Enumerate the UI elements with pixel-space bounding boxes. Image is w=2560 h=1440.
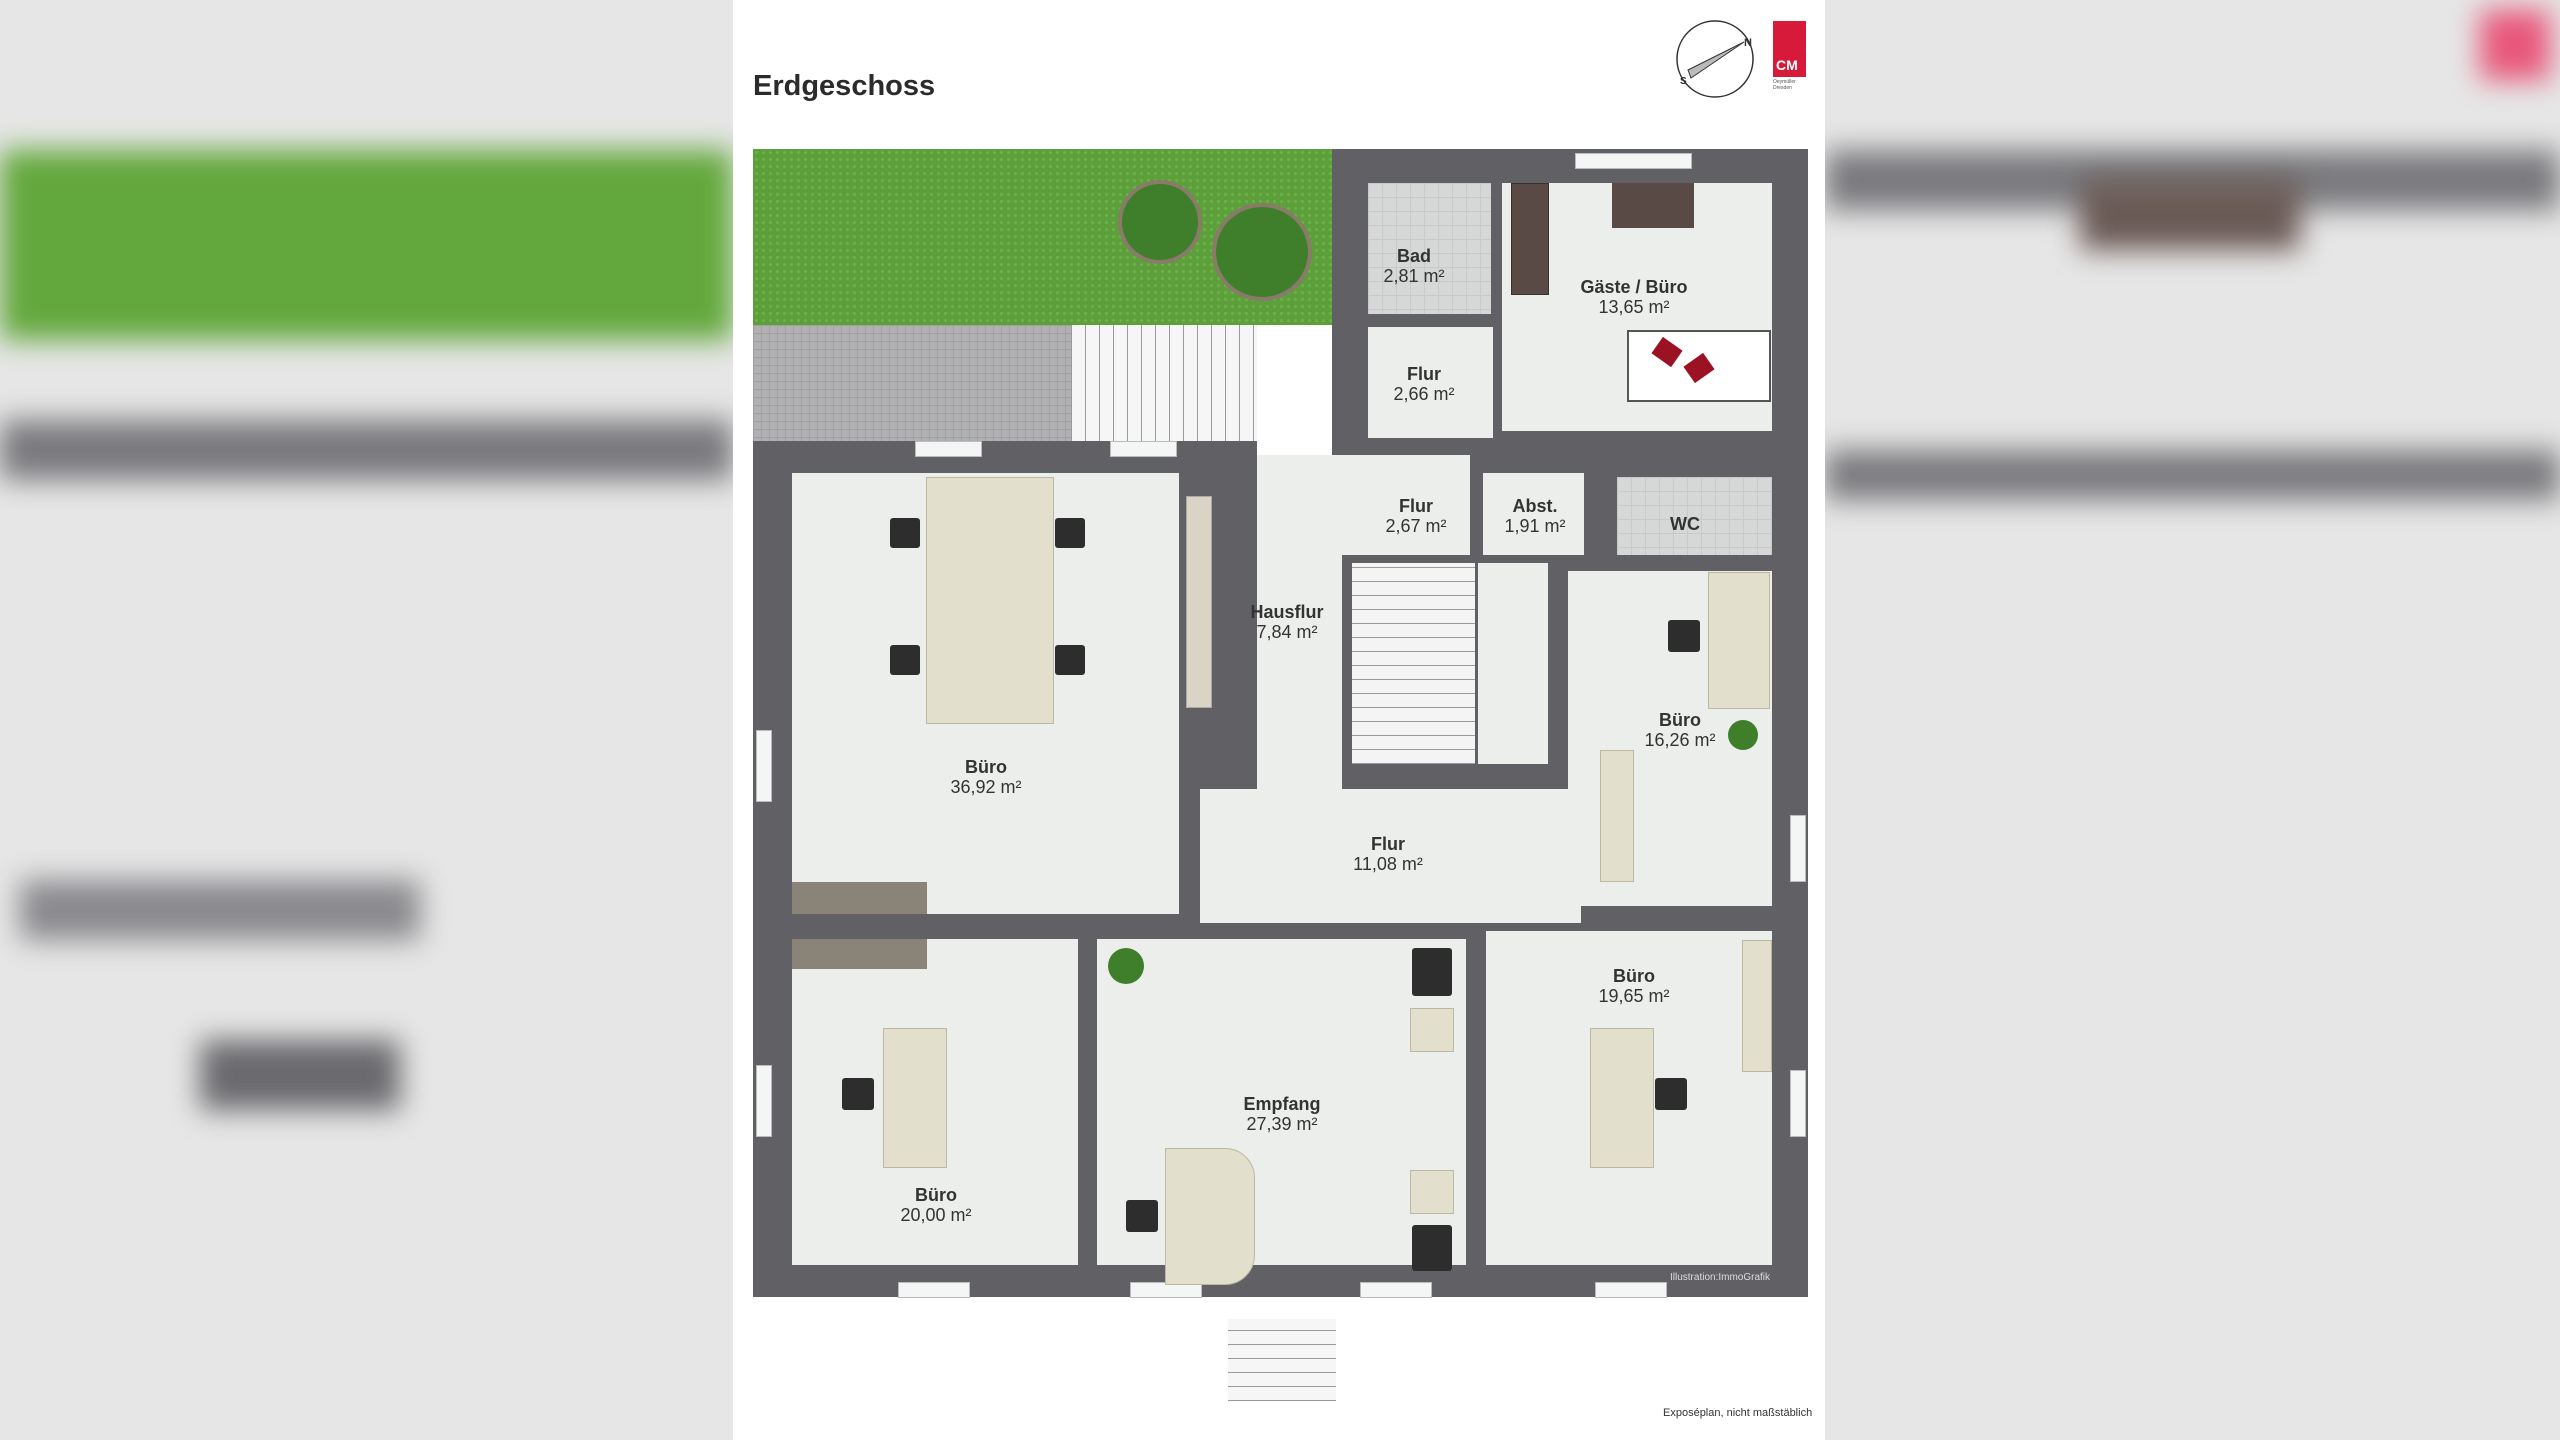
illustration-credit: Illustration:ImmoGrafik: [1670, 1272, 1771, 1283]
sofa: [792, 882, 927, 914]
room-flur-2: [1340, 455, 1470, 555]
room-wc: [1617, 477, 1772, 555]
chair: [1055, 645, 1085, 675]
room-label-abstellraum: Abst.1,91 m²: [1504, 496, 1566, 536]
shelf: [1186, 496, 1212, 708]
armchair: [1412, 948, 1452, 996]
plant: [1728, 720, 1758, 750]
reception-desk: [1165, 1148, 1255, 1285]
room-abstellraum: [1483, 473, 1584, 555]
chair: [1655, 1078, 1687, 1110]
room-flur-1: [1368, 327, 1493, 438]
compass-north-label: N: [1744, 37, 1752, 49]
background-blur-right-logo: [2480, 10, 2550, 80]
background-blur-left-walls: [0, 420, 733, 480]
desk: [883, 1028, 947, 1168]
room-empfang: [1097, 939, 1466, 1265]
background-blur-left-block2: [200, 1040, 400, 1110]
plant: [1108, 948, 1144, 984]
sofa: [792, 939, 927, 969]
sideboard: [1742, 940, 1772, 1072]
garden-stairs: [1071, 325, 1271, 441]
armchair: [1412, 1225, 1452, 1271]
logo-text: CM: [1776, 57, 1798, 73]
window: [915, 441, 982, 457]
compass-south-label: S: [1680, 76, 1687, 87]
shrub: [1118, 180, 1202, 264]
garden-path: [1257, 325, 1332, 455]
page-title: Erdgeschoss: [753, 70, 936, 102]
side-table: [1410, 1008, 1454, 1052]
footer-note: Exposéplan, nicht maßstäblich: [1663, 1407, 1813, 1419]
sideboard: [1600, 750, 1634, 882]
chair: [1668, 620, 1700, 652]
terrace-paving: [753, 325, 1071, 441]
logo-subtitle: Oeymüller Dresden: [1773, 79, 1796, 91]
window: [1790, 815, 1806, 882]
window: [1790, 1070, 1806, 1137]
chair: [890, 518, 920, 548]
compass-north-arrow-icon: N S: [1676, 20, 1754, 98]
room-flur-11: [1200, 789, 1581, 923]
background-blur-left: [0, 150, 733, 340]
chair: [890, 645, 920, 675]
desk: [1612, 183, 1694, 228]
room-stair-side: [1478, 563, 1548, 764]
desk: [1590, 1028, 1654, 1168]
background-blur-right-walls: [1825, 450, 2560, 500]
window: [756, 1065, 772, 1137]
desk: [1511, 183, 1549, 295]
chair: [842, 1078, 874, 1110]
entrance-stairs: [1228, 1319, 1336, 1401]
room-label-wc: WC: [1670, 514, 1700, 534]
window: [756, 730, 772, 802]
side-table: [1410, 1170, 1454, 1214]
window: [1575, 153, 1692, 169]
desk: [1708, 572, 1770, 709]
conference-table: [926, 477, 1054, 724]
window: [1360, 1282, 1432, 1298]
chair: [1126, 1200, 1158, 1232]
room-bad: [1368, 183, 1491, 314]
company-logo: CM: [1773, 21, 1806, 77]
window: [898, 1282, 970, 1298]
room-hausflur: [1257, 455, 1342, 795]
chair: [1055, 518, 1085, 548]
shrub: [1212, 203, 1312, 301]
staircase: [1352, 563, 1475, 764]
background-blur-left-block: [20, 880, 420, 940]
window: [1595, 1282, 1667, 1298]
background-blur-right-block: [2080, 180, 2300, 250]
window: [1110, 441, 1177, 457]
